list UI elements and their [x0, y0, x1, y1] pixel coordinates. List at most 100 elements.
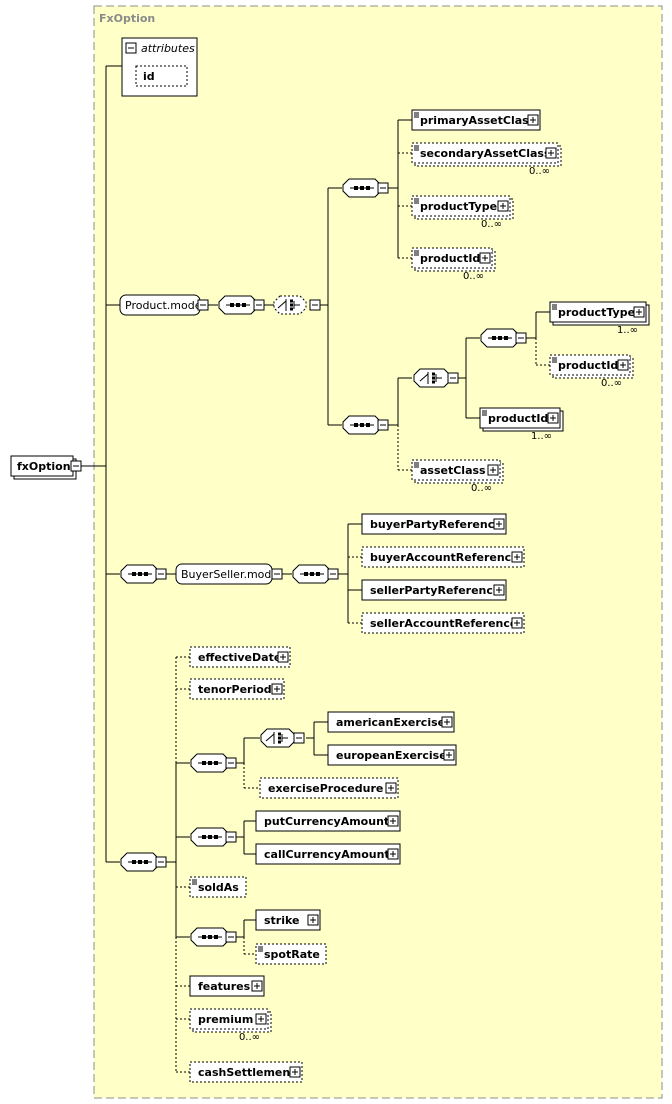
choice-compositor-icon[interactable]: [413, 368, 451, 388]
collapse-sequence-icon[interactable]: [515, 332, 527, 344]
element-features[interactable]: features: [189, 975, 265, 997]
element-premium[interactable]: premium 0..∞: [189, 1008, 272, 1043]
simple-content-icon: [258, 946, 263, 952]
element-label: buyerAccountReference: [370, 551, 519, 564]
collapse-sequence-icon[interactable]: [327, 568, 339, 580]
expand-effectiveDate-icon[interactable]: [277, 651, 289, 663]
element-spotRate[interactable]: spotRate: [255, 943, 327, 965]
element-americanExercise[interactable]: americanExercise: [327, 711, 455, 733]
element-strike[interactable]: strike: [255, 909, 321, 931]
element-tenorPeriod[interactable]: tenorPeriod: [189, 678, 285, 700]
element-primaryAssetClass[interactable]: primaryAssetClass: [411, 109, 541, 131]
expand-productType-icon[interactable]: [633, 306, 645, 318]
element-buyerAccountReference[interactable]: buyerAccountReference: [361, 546, 525, 568]
group-product-model[interactable]: Product.model: [119, 294, 205, 316]
sequence-compositor-icon[interactable]: [342, 415, 382, 435]
element-sellerAccountReference[interactable]: sellerAccountReference: [361, 612, 525, 634]
sequence-compositor-icon[interactable]: [120, 852, 160, 872]
element-buyerPartyReference[interactable]: buyerPartyReference: [361, 513, 507, 535]
collapse-sequence-icon[interactable]: [225, 757, 237, 769]
collapse-choice-icon[interactable]: [309, 299, 321, 311]
element-label: assetClass: [420, 464, 486, 477]
element-cashSettlement[interactable]: cashSettlement: [189, 1061, 303, 1083]
collapse-sequence-icon[interactable]: [225, 931, 237, 943]
sequence-compositor-icon[interactable]: [292, 564, 332, 584]
expand-europeanExercise-icon[interactable]: [443, 749, 455, 761]
collapse-buyer-seller-model-icon[interactable]: [271, 568, 283, 580]
expand-exerciseProcedure-icon[interactable]: [385, 782, 397, 794]
expand-callCurrencyAmount-icon[interactable]: [387, 848, 399, 860]
collapse-attributes-icon[interactable]: [125, 42, 137, 54]
collapse-sequence-icon[interactable]: [377, 182, 389, 194]
collapse-sequence-icon[interactable]: [155, 856, 167, 868]
expand-strike-icon[interactable]: [307, 914, 319, 926]
simple-content-icon: [482, 410, 487, 416]
expand-productType-icon[interactable]: [497, 200, 509, 212]
simple-content-icon: [414, 145, 419, 151]
expand-tenorPeriod-icon[interactable]: [271, 683, 283, 695]
element-putCurrencyAmount[interactable]: putCurrencyAmount: [255, 810, 401, 832]
element-label: effectiveDate: [198, 651, 281, 664]
choice-compositor-icon[interactable]: [273, 295, 307, 315]
group-buyer-seller-model[interactable]: BuyerSeller.model: [175, 563, 281, 585]
expand-premium-icon[interactable]: [255, 1013, 267, 1025]
expand-cashSettlement-icon[interactable]: [289, 1066, 301, 1078]
element-europeanExercise[interactable]: europeanExercise: [327, 744, 457, 766]
expand-secondaryAssetClass-icon[interactable]: [545, 147, 557, 159]
collapse-sequence-icon[interactable]: [253, 299, 265, 311]
group-label: BuyerSeller.model: [181, 568, 281, 581]
expand-buyerPartyReference-icon[interactable]: [493, 518, 505, 530]
element-label: strike: [264, 914, 299, 927]
sequence-compositor-icon[interactable]: [120, 564, 160, 584]
element-label: primaryAssetClass: [420, 114, 536, 127]
element-effectiveDate[interactable]: effectiveDate: [189, 646, 291, 668]
sequence-compositor-icon[interactable]: [190, 927, 230, 947]
element-exerciseProcedure[interactable]: exerciseProcedure: [259, 777, 399, 799]
collapse-product-model-icon[interactable]: [197, 299, 209, 311]
cardinality-label: 0..∞: [239, 1032, 260, 1043]
expand-primaryAssetClass-icon[interactable]: [527, 114, 539, 126]
expand-productId-icon[interactable]: [617, 359, 629, 371]
collapse-sequence-icon[interactable]: [155, 568, 167, 580]
simple-content-icon: [414, 462, 419, 468]
expand-sellerPartyReference-icon[interactable]: [493, 584, 505, 596]
root-label: fxOption: [17, 460, 71, 473]
element-label: sellerAccountReference: [370, 617, 517, 630]
sequence-compositor-icon[interactable]: [190, 753, 230, 773]
attribute-id[interactable]: id: [135, 65, 188, 87]
element-label: features: [198, 980, 251, 993]
collapse-fxOption-icon[interactable]: [70, 460, 82, 472]
expand-americanExercise-icon[interactable]: [441, 716, 453, 728]
expand-buyerAccountReference-icon[interactable]: [511, 551, 523, 563]
sequence-compositor-icon[interactable]: [480, 328, 520, 348]
attributes-title: attributes: [141, 42, 195, 55]
expand-assetClass-icon[interactable]: [487, 464, 499, 476]
expand-productId-icon[interactable]: [547, 412, 559, 424]
expand-sellerAccountReference-icon[interactable]: [511, 617, 523, 629]
expand-putCurrencyAmount-icon[interactable]: [387, 815, 399, 827]
sequence-compositor-icon[interactable]: [342, 178, 382, 198]
collapse-sequence-icon[interactable]: [225, 831, 237, 843]
sequence-compositor-icon[interactable]: [218, 295, 258, 315]
element-soldAs[interactable]: soldAs: [189, 876, 247, 898]
choice-compositor-icon[interactable]: [260, 728, 296, 748]
expand-features-icon[interactable]: [251, 980, 263, 992]
element-callCurrencyAmount[interactable]: callCurrencyAmount: [255, 843, 401, 865]
collapse-choice-icon[interactable]: [447, 372, 459, 384]
group-label: Product.model: [125, 299, 205, 312]
collapse-choice-icon[interactable]: [293, 732, 305, 744]
expand-productId-icon[interactable]: [479, 252, 491, 264]
element-sellerPartyReference[interactable]: sellerPartyReference: [361, 579, 507, 601]
sequence-compositor-icon[interactable]: [190, 827, 230, 847]
collapse-sequence-icon[interactable]: [377, 419, 389, 431]
root-element-fxOption[interactable]: fxOption: [10, 455, 77, 480]
element-label: premium: [198, 1013, 253, 1026]
